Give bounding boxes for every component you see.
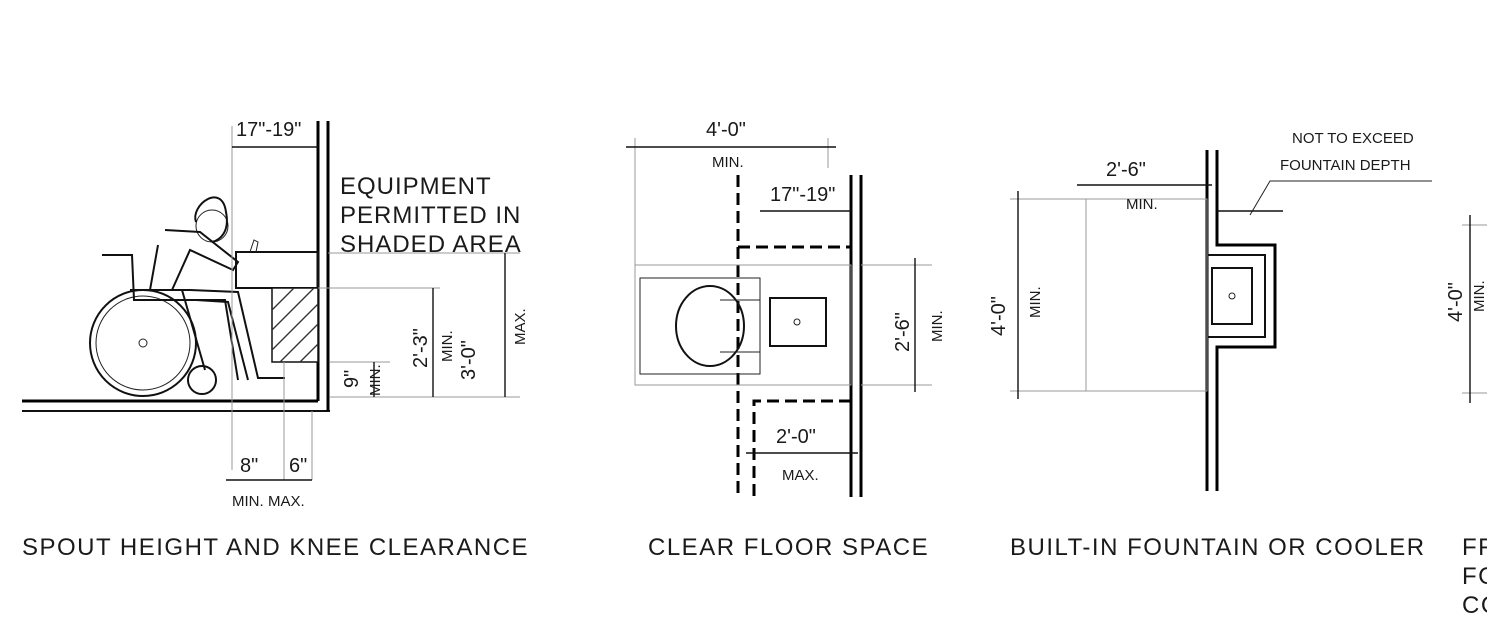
dim-8in-qual: MIN. xyxy=(232,493,264,510)
panel-cut-off: 4'-0" MIN. FF FC CC xyxy=(1445,215,1487,619)
dim-floor-4ft: 4'-0" xyxy=(706,119,746,141)
caption-cut-1: FF xyxy=(1462,534,1487,561)
clear-floor-rect xyxy=(634,264,852,386)
floor-fountain xyxy=(769,297,827,347)
caption-spout: SPOUT HEIGHT AND KNEE CLEARANCE xyxy=(22,534,529,561)
note-line-1: EQUIPMENT xyxy=(340,173,492,200)
caption-builtin: BUILT-IN FOUNTAIN OR COOLER xyxy=(1010,534,1426,561)
caption-floor: CLEAR FLOOR SPACE xyxy=(648,534,929,561)
wheelchair-figure xyxy=(89,196,285,397)
dim-floor-2ft6: 2'-6" xyxy=(892,312,914,352)
dim-cut-4ft: 4'-0" xyxy=(1445,282,1467,322)
note-line-2: PERMITTED IN xyxy=(340,202,521,229)
dim-floor-2ft-qual: MAX. xyxy=(782,467,819,484)
dim-floor-17-19: 17"-19" xyxy=(770,184,835,206)
dim-3ft-qual: MAX. xyxy=(512,308,529,345)
panel-spout-height: 17"-19" EQUIPMENT PERMITTED IN SHADED AR… xyxy=(22,119,529,561)
hatch-lines xyxy=(271,287,319,363)
dim-spout-17-19: 17"-19" xyxy=(236,119,301,141)
dim-9in: 9" xyxy=(341,370,363,388)
dim-cut-qual: MIN. xyxy=(1471,280,1487,312)
builtin-clear-floor xyxy=(1085,198,1208,392)
panel-clear-floor: 4'-0" MIN. 17"-19" 2'-6" MIN. 2'-0" MAX.… xyxy=(626,119,946,561)
wheelchair-top-view xyxy=(639,277,761,375)
dim-8in: 8" xyxy=(240,455,258,477)
dim-floor-2ft6-qual: MIN. xyxy=(929,310,946,342)
dim-6in-qual: MAX. xyxy=(268,493,305,510)
shaded-equipment-area xyxy=(271,287,319,363)
dim-builtin-2ft6: 2'-6" xyxy=(1106,159,1146,181)
dim-9in-qual: MIN. xyxy=(367,364,384,396)
dim-builtin-4ft-qual: MIN. xyxy=(1027,286,1044,318)
dim-floor-4ft-qual: MIN. xyxy=(712,154,744,171)
builtin-wall-outer xyxy=(1215,150,1277,491)
dim-3ft: 3'-0" xyxy=(458,340,480,380)
dim-6in: 6" xyxy=(289,455,307,477)
dim-2ft3: 2'-3" xyxy=(410,328,432,368)
dim-builtin-2ft6-qual: MIN. xyxy=(1126,196,1158,213)
panel-built-in: 2'-6" MIN. 4'-0" MIN. NOT TO EXCEED FOUN… xyxy=(988,130,1432,561)
note-line-3: SHADED AREA xyxy=(340,231,522,258)
dim-builtin-4ft: 4'-0" xyxy=(988,296,1010,336)
dim-2ft3-qual: MIN. xyxy=(439,330,456,362)
caption-cut-3: CC xyxy=(1462,592,1487,619)
caption-cut-2: FC xyxy=(1462,563,1487,590)
spout-nozzle xyxy=(249,239,259,253)
builtin-fountain xyxy=(1211,267,1253,325)
builtin-note-1: NOT TO EXCEED xyxy=(1292,130,1414,147)
fountain-top xyxy=(235,251,319,289)
alcove-bottom-dashed xyxy=(752,399,851,497)
dim-floor-2ft: 2'-0" xyxy=(776,426,816,448)
builtin-note-2: FOUNTAIN DEPTH xyxy=(1280,157,1411,174)
